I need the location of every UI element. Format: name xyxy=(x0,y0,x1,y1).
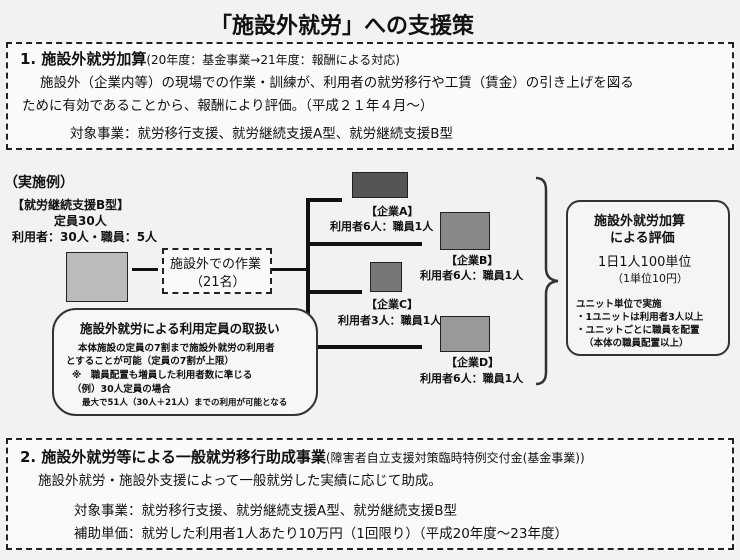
company-d-name: 【企業D】 xyxy=(446,356,500,369)
section2-body: 施設外就労・施設外支援によって一般就労した実績に応じて助成。 xyxy=(38,473,442,489)
eval-u2: ・ユニットごとに職員を配置 xyxy=(576,325,700,336)
company-c-building-icon xyxy=(370,262,402,292)
bubble-title: 施設外就労による利用定員の取扱い xyxy=(80,321,280,336)
eval-title1: 施設外就労加算 xyxy=(594,214,686,229)
facility-type: 【就労継続支援B型】 xyxy=(12,198,130,212)
bubble-line2: とすることが可能（定員の7割が上限） xyxy=(66,356,234,367)
company-b-detail: 利用者6人：職員1人 xyxy=(420,269,524,282)
company-a-name: 【企業A】 xyxy=(366,205,419,218)
bubble-line1: 本体施設の定員の7割まで施設外就労の利用者 xyxy=(78,343,275,354)
evaluation-box xyxy=(566,200,730,356)
section2-targets: 対象事業：就労移行支援、就労継続支援A型、就労継続支援B型 xyxy=(74,503,457,519)
company-a-detail: 利用者6人：職員1人 xyxy=(330,220,434,233)
work-box xyxy=(162,248,272,294)
eval-unit: （1単位10円） xyxy=(612,272,688,285)
eval-rate: 1日1人100単位 xyxy=(598,255,692,270)
section1-note: (20年度：基金事業→21年度：報酬による対応) xyxy=(146,53,400,67)
work-count: （21名） xyxy=(190,275,246,290)
company-c-name: 【企業C】 xyxy=(366,298,419,311)
section2-subsidy: 補助単価：就労した利用者1人あたり10万円（1回限り）（平成20年度～23年度） xyxy=(74,526,568,542)
bubble-line5: 最大で51人（30人＋21人）までの利用が可能となる xyxy=(82,398,288,408)
company-b-name: 【企業B】 xyxy=(446,254,499,267)
capacity-bubble xyxy=(52,308,318,416)
arrow-icon xyxy=(272,268,306,271)
arrow-icon xyxy=(132,268,158,271)
facility-capacity: 定員30人 xyxy=(54,214,107,228)
section1-targets: 対象事業：就労移行支援、就労継続支援A型、就労継続支援B型 xyxy=(70,126,453,142)
branch-line xyxy=(306,198,310,348)
eval-u3: （本体の職員配置以上） xyxy=(584,338,689,349)
facility-building-icon xyxy=(66,252,128,302)
section2-note: (障害者自立支援対策臨時特例交付金(基金事業)) xyxy=(325,451,585,465)
example-label: （実施例） xyxy=(4,175,74,191)
eval-u0: ユニット単位で実施 xyxy=(576,299,662,310)
brace-icon xyxy=(535,176,559,386)
section2-heading: 2. 施設外就労等による一般就労移行助成事業(障害者自立支援対策臨時特例交付金(… xyxy=(20,446,585,467)
arrow-icon xyxy=(306,345,422,349)
arrow-icon xyxy=(306,242,422,246)
bubble-line3: ※ 職員配置も増員した利用者数に準じる xyxy=(72,370,253,381)
eval-title2: による評価 xyxy=(610,231,675,246)
section1-title: 1. 施設外就労加算 xyxy=(20,50,147,68)
company-d-building-icon xyxy=(440,316,490,352)
section1-body2: ために有効であることから、報酬により評価。（平成２１年４月～） xyxy=(22,98,434,114)
section1-heading: 1. 施設外就労加算(20年度：基金事業→21年度：報酬による対応) xyxy=(20,48,400,69)
company-a-building-icon xyxy=(352,172,408,198)
facility-staff: 利用者：30人・職員：5人 xyxy=(12,230,158,244)
section1-box xyxy=(6,42,734,150)
eval-u1: ・1ユニットは利用者3人以上 xyxy=(576,312,704,323)
work-label: 施設外での作業 xyxy=(170,257,262,272)
arrow-icon xyxy=(306,198,342,202)
company-d-detail: 利用者6人：職員1人 xyxy=(420,372,524,385)
page-title: 「施設外就労」への支援策 xyxy=(210,14,475,39)
bubble-line4: （例）30人定員の場合 xyxy=(72,384,171,395)
company-b-building-icon xyxy=(440,212,490,250)
section1-body1: 施設外（企業内等）の現場での作業・訓練が、利用者の就労移行や工賃（賃金）の引き上… xyxy=(40,75,634,91)
arrow-icon xyxy=(306,290,362,294)
section2-title: 2. 施設外就労等による一般就労移行助成事業 xyxy=(20,448,326,466)
company-c-detail: 利用者3人：職員1人 xyxy=(338,314,442,327)
section2-box xyxy=(6,438,734,550)
